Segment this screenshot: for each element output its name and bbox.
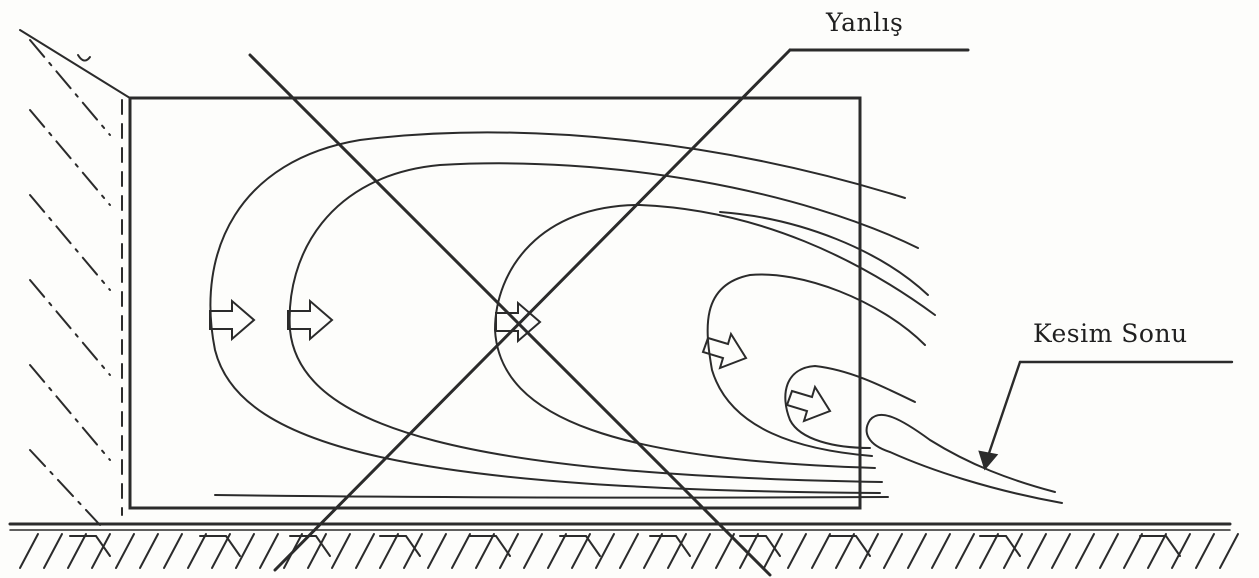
ground-hatch-stroke: [379, 533, 399, 569]
ground-hatch-bracket: [559, 535, 601, 557]
ground-hatch-stroke: [715, 533, 735, 569]
cut-block: [128, 96, 862, 510]
ground-hatch-stroke: [67, 533, 87, 569]
flow-line: [288, 162, 919, 483]
ground-hatch-bracket: [379, 535, 421, 557]
ground-hatch-stroke: [883, 533, 903, 569]
ground-hatch-bracket: [199, 535, 241, 557]
ground-hatch-stroke: [1027, 533, 1047, 569]
ground-hatch-stroke: [1051, 533, 1071, 569]
ground-hatch-stroke: [547, 533, 567, 569]
wall-hatch: [29, 39, 111, 526]
flow-arrow: [209, 298, 256, 342]
ground-hatch-stroke: [1123, 533, 1143, 569]
ground-hatch-stroke: [235, 533, 255, 569]
ground-hatch-stroke: [91, 533, 111, 569]
flow-arrows: [209, 298, 832, 423]
ground-hatch-stroke: [859, 533, 879, 569]
ground-hatch-stroke: [811, 533, 831, 569]
ground-hatch-stroke: [1195, 533, 1215, 569]
ground-hatch-stroke: [835, 533, 855, 569]
flow-arrow: [701, 331, 748, 370]
ground-hatch-stroke: [739, 533, 759, 569]
ground-hatch-stroke: [1099, 533, 1119, 569]
ground-hatch-stroke: [667, 533, 687, 569]
ground-hatch-bracket: [469, 535, 511, 557]
ground-hatch-stroke: [43, 533, 63, 569]
ground-hatch-stroke: [115, 533, 135, 569]
ground-hatch-stroke: [691, 533, 711, 569]
ground-hatch-stroke: [643, 533, 663, 569]
ground-hatch-stroke: [1147, 533, 1167, 569]
cut-end-tongue: [865, 413, 1063, 504]
cut-end-label: Kesim Sonu: [1033, 319, 1188, 348]
ground-hatch-bracket: [649, 535, 691, 557]
ground-hatch-stroke: [259, 533, 279, 569]
ground-hatch: [19, 533, 1239, 569]
ground-hatch-bracket: [979, 535, 1021, 557]
flow-line: [493, 203, 936, 469]
ground-hatch-stroke: [1171, 533, 1191, 569]
ground-hatch-stroke: [1219, 533, 1239, 569]
ground: [8, 522, 1232, 531]
flow-line: [209, 131, 906, 494]
ground-hatch-stroke: [451, 533, 471, 569]
ground-hatch-bracket: [739, 535, 781, 557]
ground-hatch-stroke: [979, 533, 999, 569]
ground-hatch-stroke: [499, 533, 519, 569]
ground-hatch-stroke: [427, 533, 447, 569]
ground-hatch-stroke: [355, 533, 375, 569]
ground-hatch-stroke: [211, 533, 231, 569]
ground-hatch-stroke: [475, 533, 495, 569]
ground-hatch-stroke: [1075, 533, 1095, 569]
ground-hatch-stroke: [931, 533, 951, 569]
ground-hatch-stroke: [907, 533, 927, 569]
ground-hatch-bracket: [1139, 535, 1181, 557]
ground-hatch-stroke: [787, 533, 807, 569]
ground-hatch-stroke: [403, 533, 423, 569]
flow-line: [784, 364, 916, 449]
ground-hatch-stroke: [307, 533, 327, 569]
ground-hatch-stroke: [19, 533, 39, 569]
ground-hatch-stroke: [571, 533, 591, 569]
flow-arrow: [287, 298, 334, 342]
ground-hatch-stroke: [187, 533, 207, 569]
ground-hatch-bracket: [289, 535, 331, 557]
wall-edge: [19, 29, 131, 516]
flow-arrow: [785, 384, 832, 423]
wrong-label: Yanlış: [826, 8, 904, 37]
flow-line: [706, 273, 926, 457]
ground-hatch-stroke: [139, 533, 159, 569]
ground-hatch-stroke: [523, 533, 543, 569]
ground-hatch-stroke: [595, 533, 615, 569]
ground-hatch-stroke: [163, 533, 183, 569]
ground-hatch-stroke: [955, 533, 975, 569]
flow-lines: [209, 131, 936, 499]
flow-line: [214, 494, 889, 499]
flow-arrow: [495, 300, 542, 344]
flow-line: [719, 211, 929, 296]
ground-hatch-bracket: [69, 535, 111, 557]
ground-hatch-stroke: [1003, 533, 1023, 569]
cut-end-leader: [978, 360, 1234, 471]
ground-hatch-stroke: [619, 533, 639, 569]
wrong-cross: [248, 48, 970, 577]
ground-hatch-stroke: [331, 533, 351, 569]
ground-hatch-stroke: [763, 533, 783, 569]
ground-hatch-bracket: [829, 535, 871, 557]
